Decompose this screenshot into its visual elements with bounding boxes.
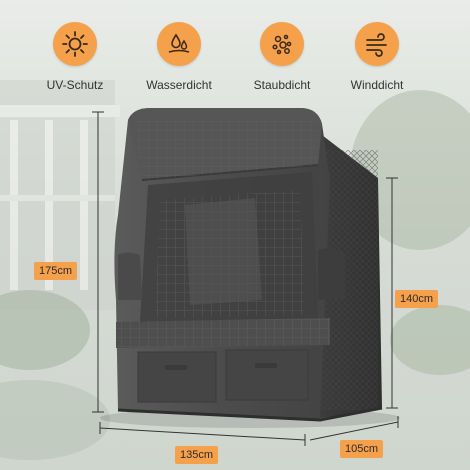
background-house [0,80,120,310]
sun-icon [53,22,97,66]
dimension-lines [92,111,399,446]
feature-dustproof: Staubdicht [237,22,327,92]
height-dimension-label: 175cm [34,262,78,280]
side-height-dimension-label: 140cm [395,290,439,308]
feature-label: Staubdicht [253,78,311,92]
feature-label: Wasserdicht [146,78,212,92]
feature-windproof: Winddicht [332,22,422,92]
wind-icon [355,22,399,66]
width-dimension-label: 135cm [175,446,219,464]
feature-label: UV-Schutz [46,78,104,92]
feature-uv-protection: UV-Schutz [30,22,120,92]
feature-label: Winddicht [350,78,404,92]
depth-dimension-label: 105cm [340,440,384,458]
background-foliage [0,90,470,460]
covered-beach-chair [100,108,400,428]
feature-waterproof: Wasserdicht [134,22,224,92]
dust-particles-icon [260,22,304,66]
water-drops-icon [157,22,201,66]
